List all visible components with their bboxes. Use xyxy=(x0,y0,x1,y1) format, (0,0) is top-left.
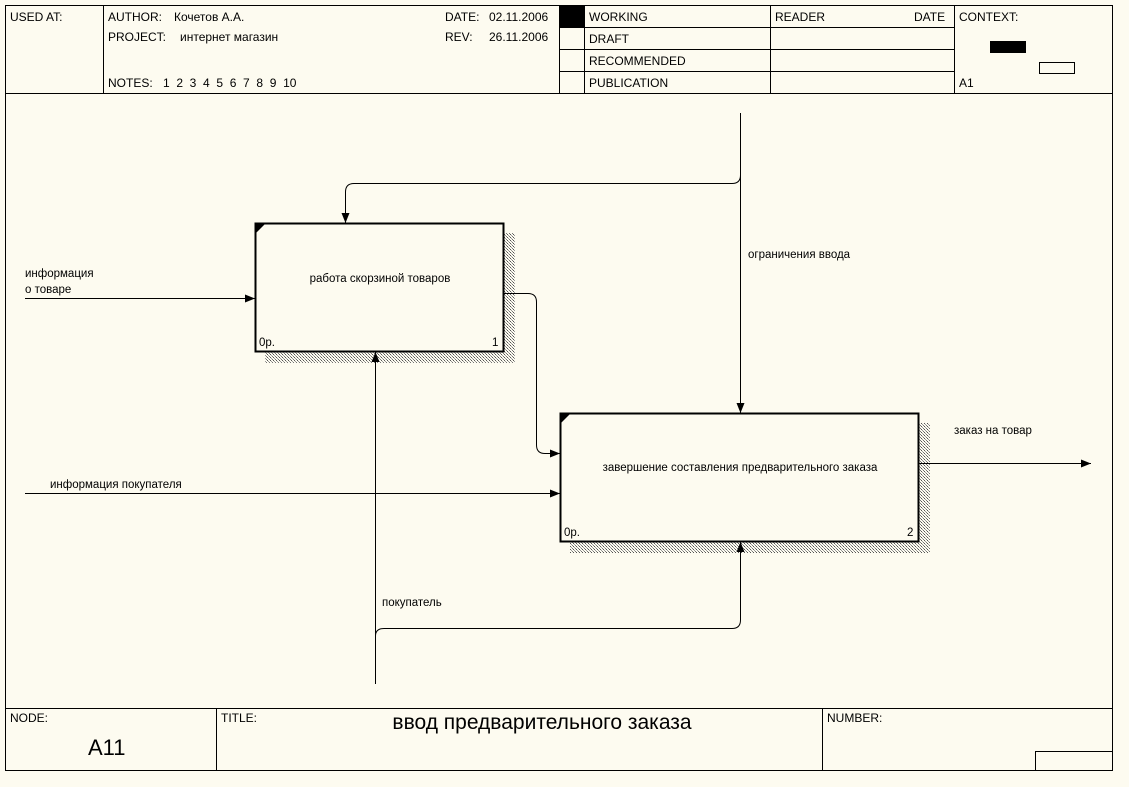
reader-label: READER xyxy=(775,10,826,24)
box-1-number: 1 xyxy=(492,337,499,349)
project-value: интернет магазин xyxy=(180,30,279,44)
activity-box-1[interactable] xyxy=(254,222,505,353)
context-filled-box xyxy=(990,41,1026,53)
date-value: 02.11.2006 xyxy=(489,10,549,24)
context-empty-box xyxy=(1039,62,1075,74)
working-status-marker xyxy=(560,6,584,27)
node-value: A11 xyxy=(88,735,126,760)
arrow-control-branch-box-1[interactable] xyxy=(341,174,741,223)
rev-value: 26.11.2006 xyxy=(489,30,549,44)
author-value: Кочетов А.А. xyxy=(174,10,245,24)
label-buyer-mechanism: покупатель xyxy=(382,597,442,609)
arrow-mechanism-branch-box-2[interactable] xyxy=(375,542,745,637)
number-label: NUMBER: xyxy=(827,711,883,725)
header-grid xyxy=(5,5,1113,94)
diagram-title: ввод предварительного заказа xyxy=(392,711,692,734)
activity-box-2[interactable] xyxy=(559,412,920,543)
box-2-cost: 0р. xyxy=(564,527,580,539)
project-label: PROJECT: xyxy=(108,30,167,44)
box-1-title: работа скорзиной товаров xyxy=(309,273,451,285)
footer-grid xyxy=(5,708,1113,771)
context-node: A1 xyxy=(959,76,974,90)
date-label: DATE: xyxy=(445,10,480,24)
rev-label: REV: xyxy=(445,30,473,44)
status-publication[interactable]: PUBLICATION xyxy=(589,76,669,90)
author-label: AUTHOR: xyxy=(108,10,162,24)
label-product-info-line1: информация xyxy=(25,268,94,280)
arrow-box1-to-box2[interactable] xyxy=(504,293,560,458)
used-at-label: USED AT: xyxy=(10,10,63,24)
title-label: TITLE: xyxy=(221,711,258,725)
node-label: NODE: xyxy=(10,711,49,725)
status-working[interactable]: WORKING xyxy=(589,10,648,24)
label-input-constraints: ограничения ввода xyxy=(748,249,851,261)
status-recommended[interactable]: RECOMMENDED xyxy=(589,54,686,68)
label-buyer-info: информация покупателя xyxy=(50,479,182,491)
context-label: CONTEXT: xyxy=(959,10,1019,24)
box-2-number: 2 xyxy=(907,527,914,539)
label-product-info-line2: о товаре xyxy=(25,284,72,296)
label-order-output: заказ на товар xyxy=(954,425,1032,437)
status-draft[interactable]: DRAFT xyxy=(589,32,629,46)
box-1-cost: 0р. xyxy=(259,337,275,349)
reader-date-label: DATE xyxy=(914,10,946,24)
notes-label: NOTES: xyxy=(108,76,153,90)
box-2-title: завершение составления предварительного … xyxy=(602,462,878,474)
notes-numbers: 1 2 3 4 5 6 7 8 9 10 xyxy=(163,76,297,90)
